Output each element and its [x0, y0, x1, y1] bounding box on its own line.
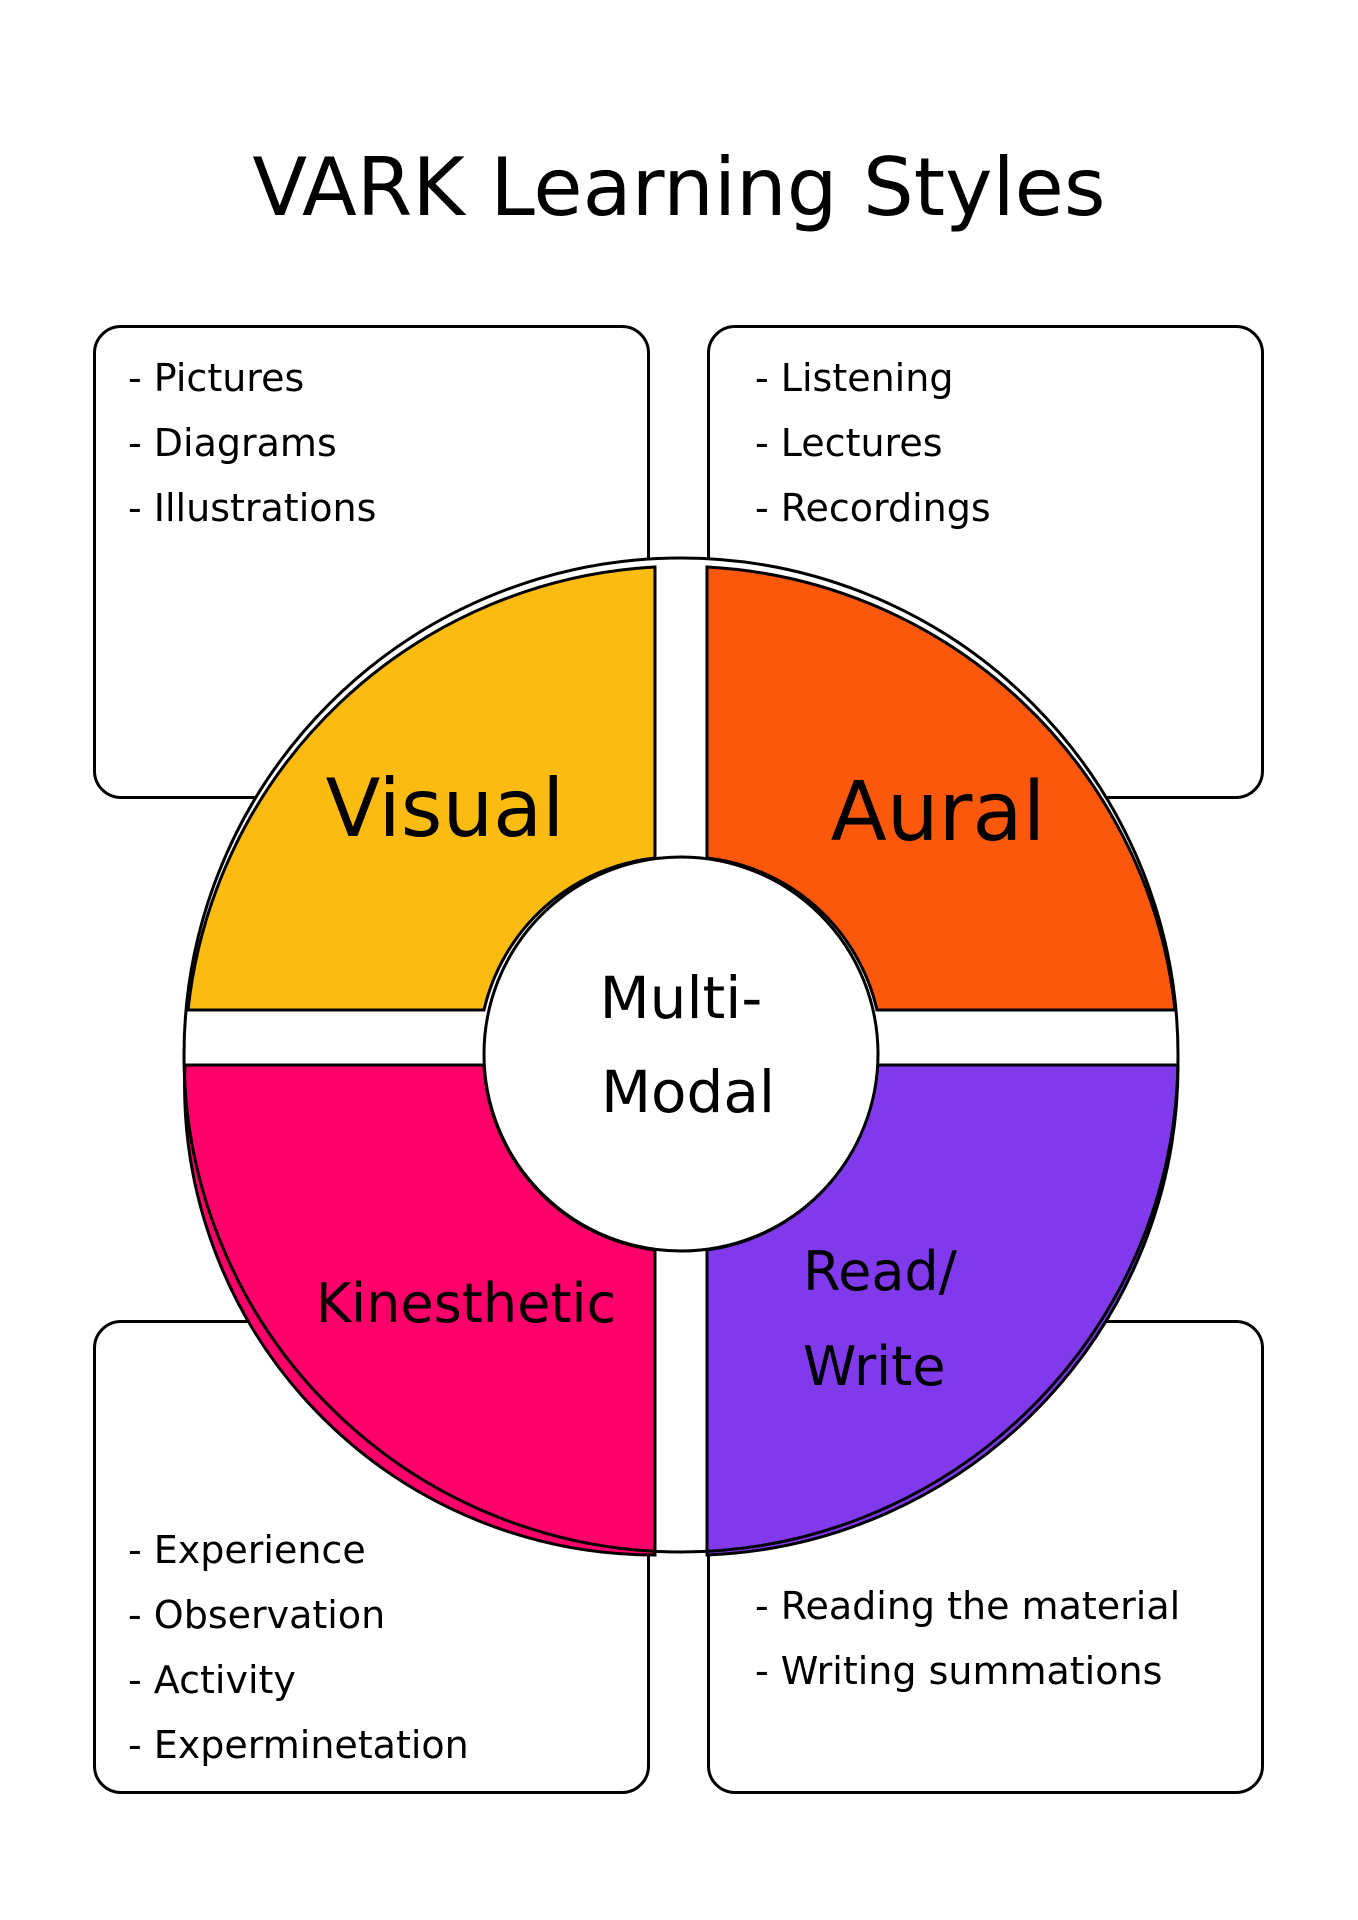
read-write-item-list: - Reading the material - Writing summati… — [755, 1574, 1180, 1704]
list-item: - Experminetation — [128, 1723, 469, 1767]
read-write-label-line2: Write — [803, 1335, 946, 1398]
visual-label: Visual — [326, 762, 565, 855]
list-item: - Illustrations — [128, 486, 377, 530]
aural-label: Aural — [831, 765, 1046, 860]
aural-quadrant — [705, 565, 1177, 1012]
list-item: - Writing summations — [755, 1649, 1163, 1693]
list-item: - Observation — [128, 1593, 386, 1637]
list-item: - Recordings — [755, 486, 991, 530]
list-item: - Pictures — [128, 356, 305, 400]
wheel-outline — [182, 556, 1180, 1554]
visual-quadrant — [186, 565, 657, 1012]
page-title: VARK Learning Styles — [252, 141, 1106, 234]
read-write-label-line1: Read/ — [803, 1240, 958, 1303]
list-item: - Experience — [128, 1528, 366, 1572]
visual-item-list: - Pictures - Diagrams - Illustrations — [128, 346, 376, 541]
list-item: - Diagrams — [128, 421, 337, 465]
multimodal-label-line1: Multi- — [600, 964, 763, 1032]
multimodal-label-line2: Modal — [601, 1058, 775, 1126]
multimodal-circle — [482, 855, 880, 1253]
aural-item-list: - Listening - Lectures - Recordings — [755, 346, 991, 541]
kinesthetic-label: Kinesthetic — [316, 1272, 616, 1335]
list-item: - Reading the material — [755, 1584, 1181, 1628]
list-item: - Listening — [755, 356, 954, 400]
list-item: - Lectures — [755, 421, 943, 465]
list-item: - Activity — [128, 1658, 296, 1702]
kinesthetic-item-list: - Experience - Observation - Activity - … — [128, 1518, 469, 1778]
